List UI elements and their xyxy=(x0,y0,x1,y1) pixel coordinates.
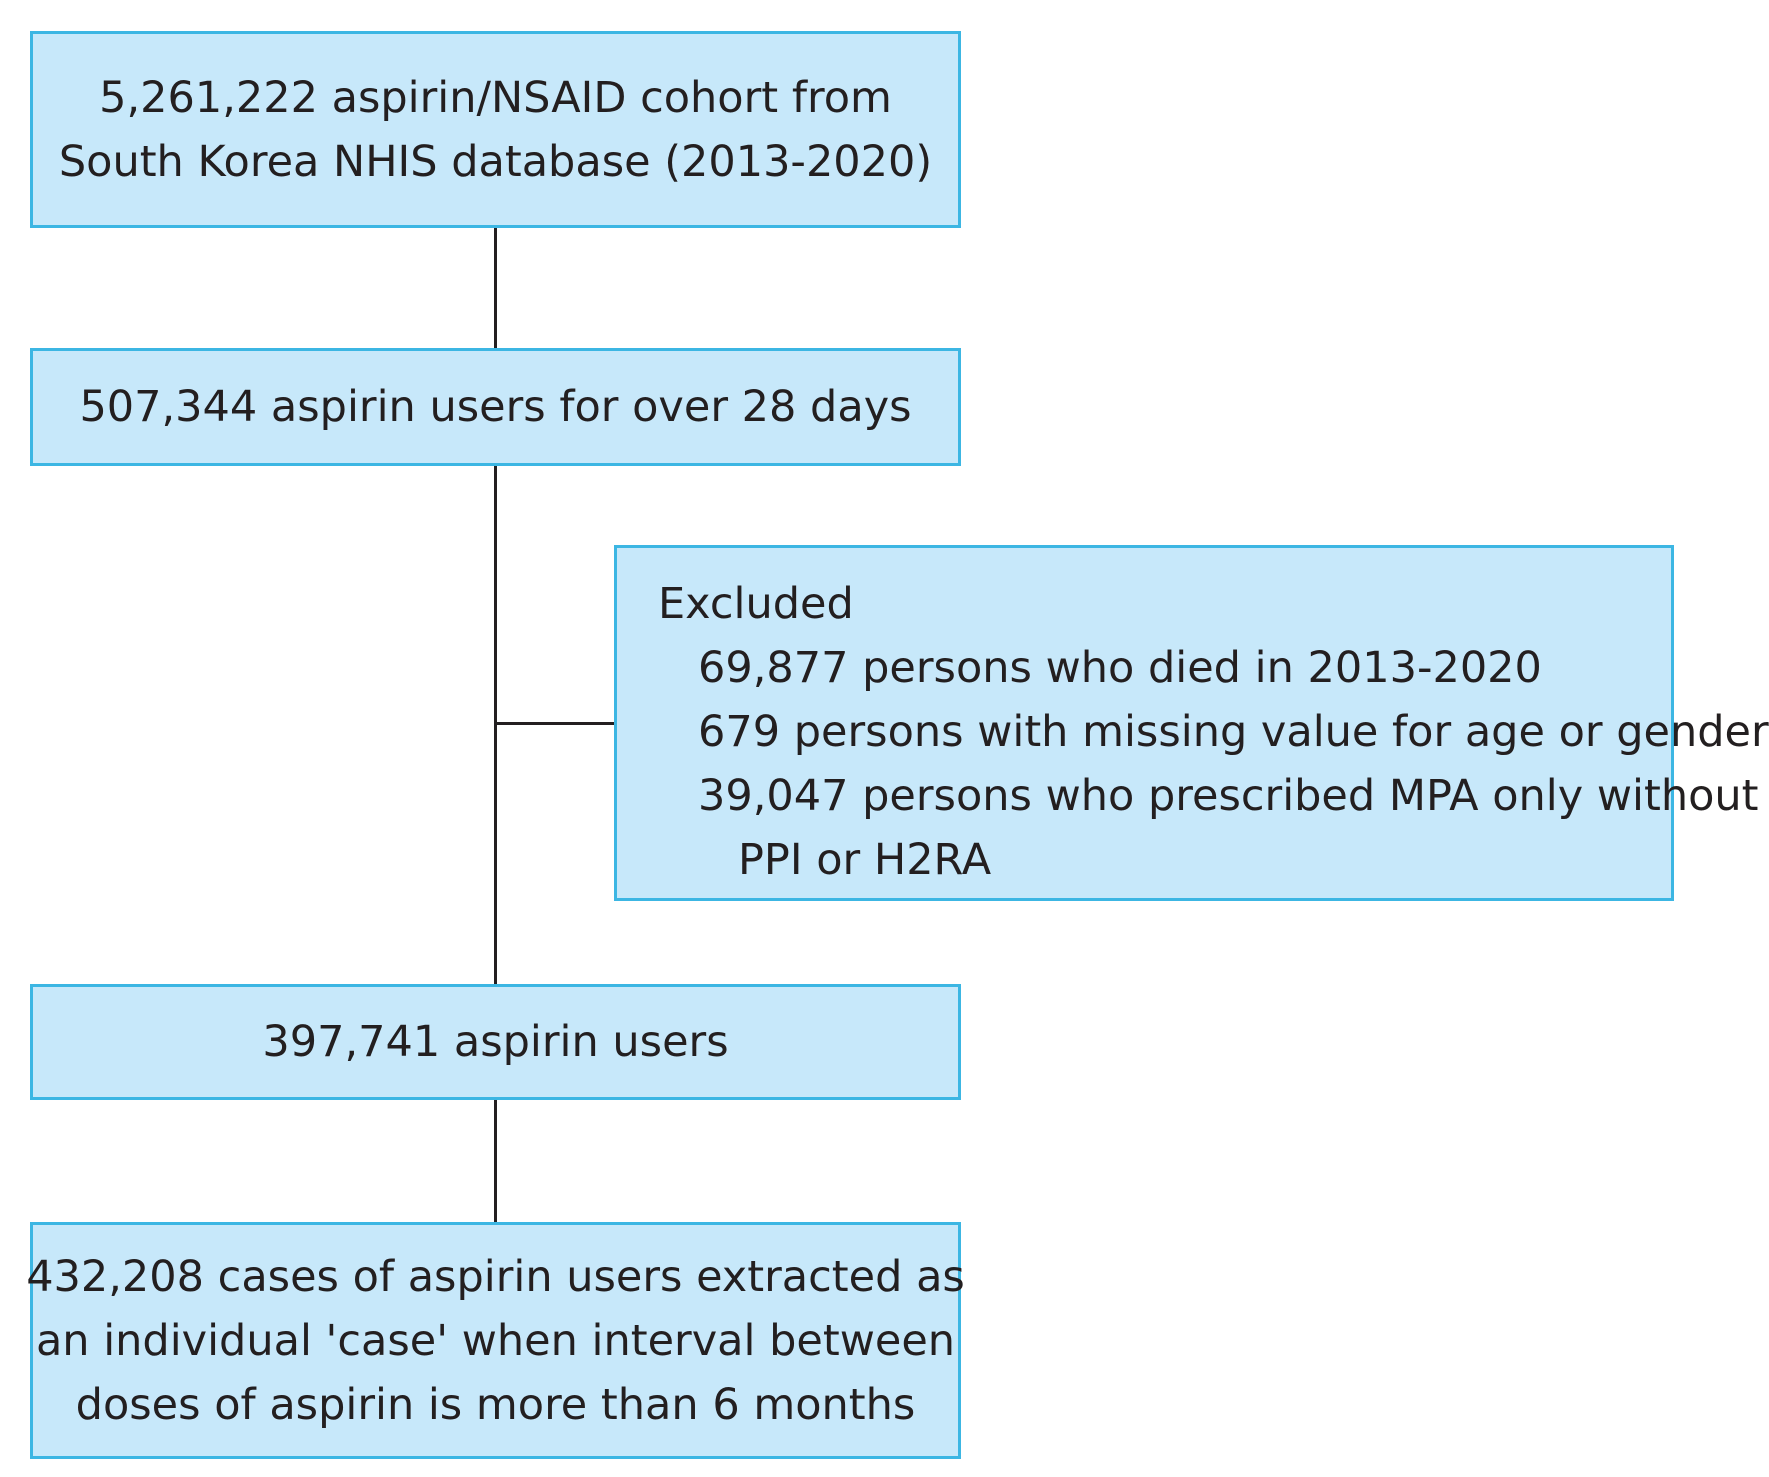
exclusions-box: Excluded 69,877 persons who died in 2013… xyxy=(614,545,1769,901)
cohort-box: 5,261,222 aspirin/NSAID cohort from Sout… xyxy=(30,31,961,228)
connector-final-to-cases xyxy=(494,1099,497,1223)
cases-line-1: 432,208 cases of aspirin users extracted… xyxy=(26,1251,965,1302)
exclusion-item-mpa-only: 39,047 persons who prescribed MPA only w… xyxy=(698,771,1759,821)
connector-exclusion-branch xyxy=(494,722,614,725)
final-users-line-1: 397,741 aspirin users xyxy=(262,1017,729,1067)
connector-cohort-to-users xyxy=(494,227,497,349)
cases-box: 432,208 cases of aspirin users extracted… xyxy=(26,1222,965,1459)
exclusion-item-missing-values: 679 persons with missing value for age o… xyxy=(698,707,1769,757)
connector-users-to-final xyxy=(494,465,497,985)
exclusion-item-mpa-only-continuation: PPI or H2RA xyxy=(738,835,992,885)
cases-line-3: doses of aspirin is more than 6 months xyxy=(75,1379,916,1430)
long-term-users-box: 507,344 aspirin users for over 28 days xyxy=(30,348,961,466)
cohort-line-1: 5,261,222 aspirin/NSAID cohort from xyxy=(99,72,892,123)
exclusions-heading: Excluded xyxy=(658,579,854,629)
final-users-box: 397,741 aspirin users xyxy=(30,984,961,1100)
exclusion-item-deaths: 69,877 persons who died in 2013-2020 xyxy=(698,643,1542,693)
long-term-users-line-1: 507,344 aspirin users for over 28 days xyxy=(79,382,912,432)
cohort-line-2: South Korea NHIS database (2013-2020) xyxy=(58,136,933,187)
cases-line-2: an individual 'case' when interval betwe… xyxy=(35,1315,956,1366)
